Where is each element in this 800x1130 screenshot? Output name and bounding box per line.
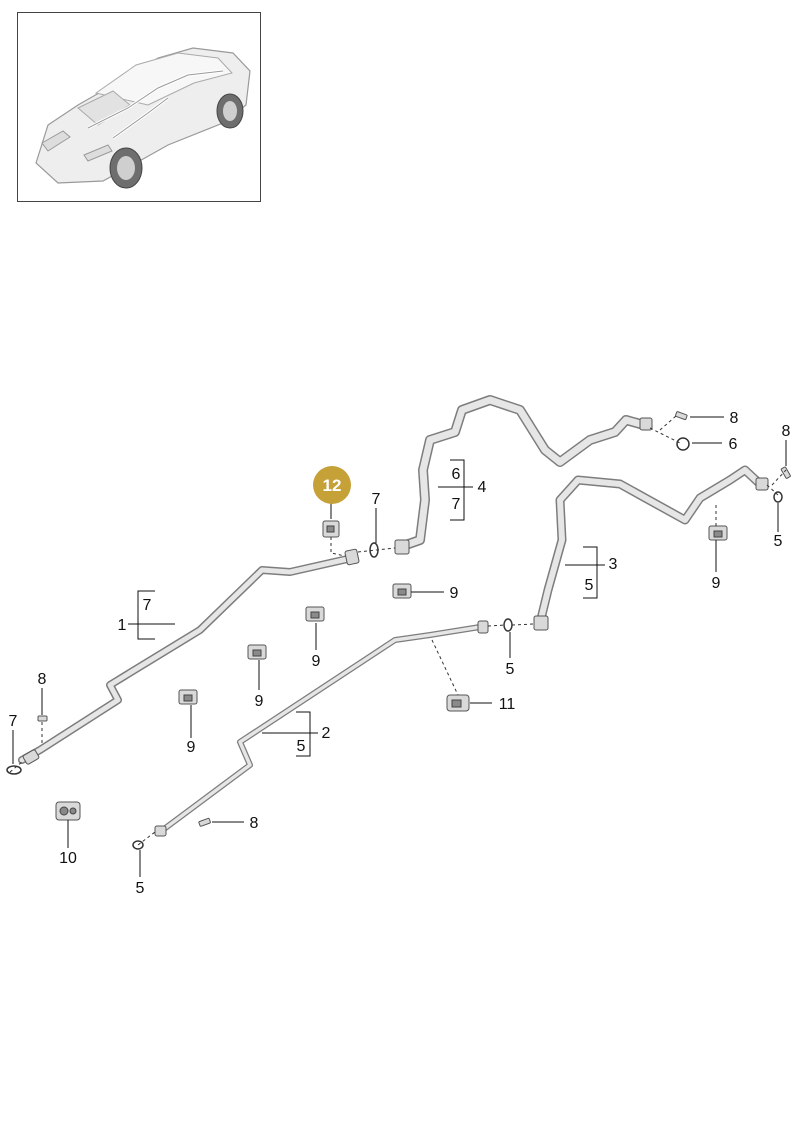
holder-11[interactable] bbox=[446, 694, 470, 712]
bracket-9-b[interactable] bbox=[305, 606, 325, 622]
callout-12-label: 12 bbox=[323, 476, 342, 495]
callout-1[interactable]: 1 bbox=[118, 617, 127, 634]
callout-9-b[interactable]: 9 bbox=[312, 653, 321, 670]
screw-8-top[interactable] bbox=[675, 411, 688, 421]
callout-11[interactable]: 11 bbox=[499, 696, 516, 713]
callout-7-left[interactable]: 7 bbox=[9, 713, 18, 730]
part-12[interactable] bbox=[322, 520, 340, 538]
pipe-2[interactable] bbox=[154, 620, 489, 837]
callout-8-top[interactable]: 8 bbox=[782, 423, 791, 440]
callout-4-sub-bottom[interactable]: 7 bbox=[452, 496, 461, 513]
o-ring-5-right[interactable] bbox=[773, 491, 783, 503]
callout-2-sub[interactable]: 5 bbox=[297, 738, 306, 755]
screw-8-right[interactable] bbox=[780, 466, 791, 479]
callout-5-left[interactable]: 5 bbox=[136, 880, 145, 897]
callout-9-a[interactable]: 9 bbox=[450, 585, 459, 602]
callout-10[interactable]: 10 bbox=[59, 850, 77, 867]
callout-5-right[interactable]: 5 bbox=[774, 533, 783, 550]
callout-9-e[interactable]: 9 bbox=[712, 575, 721, 592]
callout-12-badge[interactable]: 12 bbox=[313, 466, 351, 504]
callout-7-top[interactable]: 7 bbox=[372, 491, 381, 508]
pipe-1[interactable] bbox=[18, 548, 360, 765]
pipe-3[interactable] bbox=[533, 465, 769, 631]
callout-8-bottom[interactable]: 8 bbox=[250, 815, 259, 832]
bracket-9-e[interactable] bbox=[708, 525, 728, 541]
o-ring-6[interactable] bbox=[676, 437, 690, 451]
o-ring-5-left[interactable] bbox=[132, 840, 144, 850]
callout-4[interactable]: 4 bbox=[478, 479, 487, 496]
pipe-4[interactable] bbox=[394, 395, 653, 555]
vehicle-thumbnail bbox=[17, 12, 261, 202]
o-ring-5-center[interactable] bbox=[503, 618, 513, 632]
callout-8-right[interactable]: 8 bbox=[730, 410, 739, 427]
callout-8-left[interactable]: 8 bbox=[38, 671, 47, 688]
callout-9-d[interactable]: 9 bbox=[187, 739, 196, 756]
callout-1-sub[interactable]: 7 bbox=[143, 597, 152, 614]
screw-8-left[interactable] bbox=[37, 715, 48, 722]
screw-8-bottom[interactable] bbox=[198, 817, 211, 827]
callout-9-c[interactable]: 9 bbox=[255, 693, 264, 710]
bracket-9-c[interactable] bbox=[247, 644, 267, 660]
bracket-9-a[interactable] bbox=[392, 583, 412, 599]
callout-6[interactable]: 6 bbox=[729, 436, 738, 453]
callout-2[interactable]: 2 bbox=[322, 725, 331, 742]
callout-5-center[interactable]: 5 bbox=[506, 661, 515, 678]
valve-10[interactable] bbox=[55, 801, 81, 821]
callout-3[interactable]: 3 bbox=[609, 556, 618, 573]
callout-4-sub-top[interactable]: 6 bbox=[452, 466, 461, 483]
bracket-9-d[interactable] bbox=[178, 689, 198, 705]
callout-3-sub[interactable]: 5 bbox=[585, 577, 594, 594]
o-ring-7-left[interactable] bbox=[6, 765, 22, 775]
car-overview-icon bbox=[35, 47, 251, 189]
